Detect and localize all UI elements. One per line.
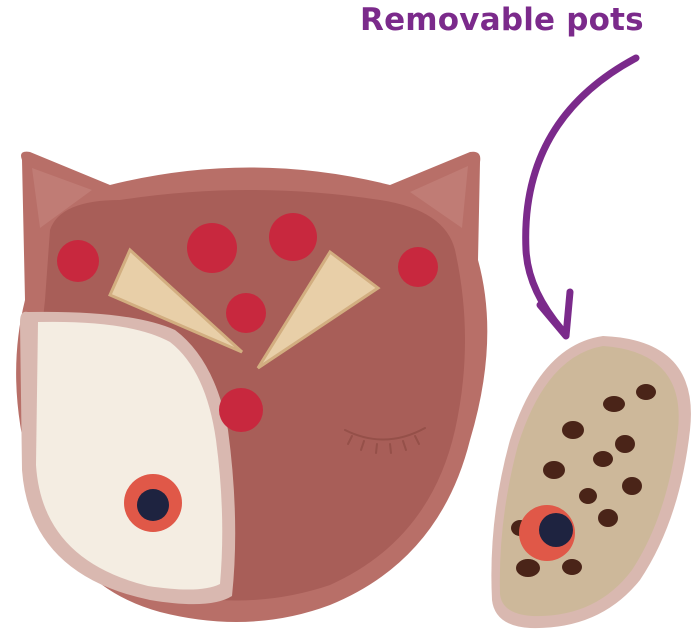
toast-left (108, 247, 244, 354)
oat-pot-eye (519, 505, 575, 561)
yogurt-eye (124, 474, 182, 532)
right-ear (410, 166, 468, 228)
caption-removable-pots: Removable pots (360, 2, 644, 38)
toast-right (256, 249, 381, 370)
left-ear (32, 168, 92, 228)
raspberry (398, 247, 438, 287)
sleeping-eye-icon (344, 427, 426, 454)
yogurt (36, 321, 223, 590)
curved-arrow-icon (522, 54, 640, 340)
raspberries (57, 213, 438, 432)
oat-pot (491, 336, 691, 629)
raspberry (219, 388, 263, 432)
raspberry (226, 293, 266, 333)
raspberry (269, 213, 317, 261)
raspberry (187, 223, 237, 273)
raisins (511, 384, 656, 577)
toast-slices (108, 247, 381, 370)
yogurt-pot (20, 311, 236, 605)
raspberry (57, 240, 99, 282)
